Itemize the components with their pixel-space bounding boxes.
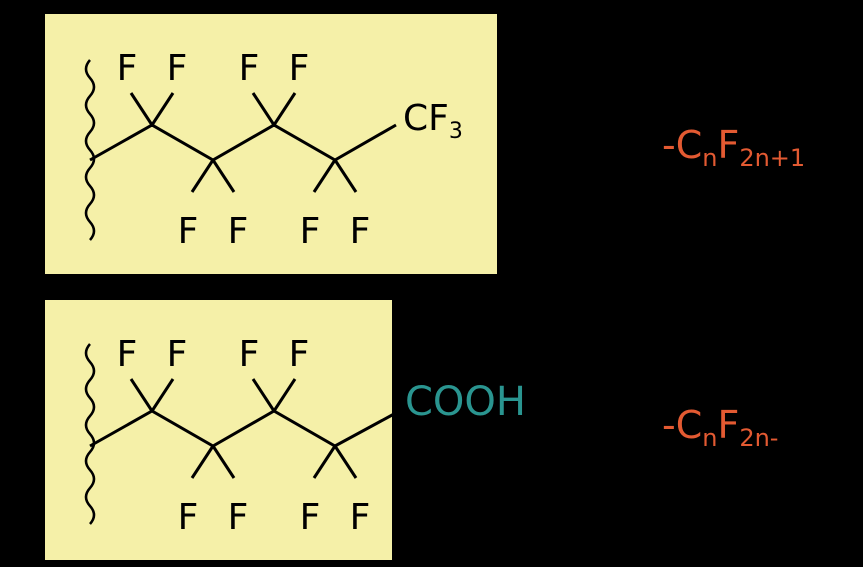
bottom-fluorine-label: F [178, 497, 199, 538]
formula-element: F [717, 123, 739, 167]
top-wavy-attachment [84, 59, 96, 241]
formula-perfluoro-acid-chain: -CnF2n- [662, 403, 778, 452]
formula-subscript: n [702, 144, 717, 172]
bottom-molecule-panel [45, 300, 392, 560]
bottom-fluorine-label: F [289, 334, 310, 375]
formula-subscript: 2n- [739, 424, 778, 452]
formula-subscript: n [702, 424, 717, 452]
top-fluorine-label: F [350, 211, 371, 252]
bottom-fluorine-label: F [117, 334, 138, 375]
terminal-subscript: 3 [449, 119, 463, 144]
top-fluorine-label: F [178, 211, 199, 252]
bottom-carbon-backbone [89, 409, 395, 448]
top-terminal-group: CF3 [403, 98, 463, 144]
formula-element: F [717, 403, 739, 447]
bottom-fluorine-label: F [239, 334, 260, 375]
top-cf-bonds [129, 92, 358, 193]
top-fluorine-label: F [228, 211, 249, 252]
top-fluorine-label: F [117, 48, 138, 89]
bottom-fluorine-label: F [167, 334, 188, 375]
terminal-cf-label: CF [403, 98, 449, 139]
top-fluorine-label: F [239, 48, 260, 89]
top-fluorine-label: F [167, 48, 188, 89]
top-fluorine-label: F [289, 48, 310, 89]
formula-prefix: -C [662, 123, 702, 167]
top-carbon-backbone [89, 123, 397, 162]
formula-subscript: 2n+1 [739, 144, 805, 172]
bottom-cf-bonds [129, 378, 358, 479]
top-fluorine-label: F [300, 211, 321, 252]
bottom-fluorine-label: F [228, 497, 249, 538]
top-molecule-panel [45, 14, 497, 274]
cooh-group-label: COOH [405, 379, 526, 425]
bottom-fluorine-label: F [350, 497, 371, 538]
formula-prefix: -C [662, 403, 702, 447]
formula-perfluoroalkyl: -CnF2n+1 [662, 123, 805, 172]
bottom-wavy-attachment [84, 343, 96, 525]
bottom-fluorine-label: F [300, 497, 321, 538]
